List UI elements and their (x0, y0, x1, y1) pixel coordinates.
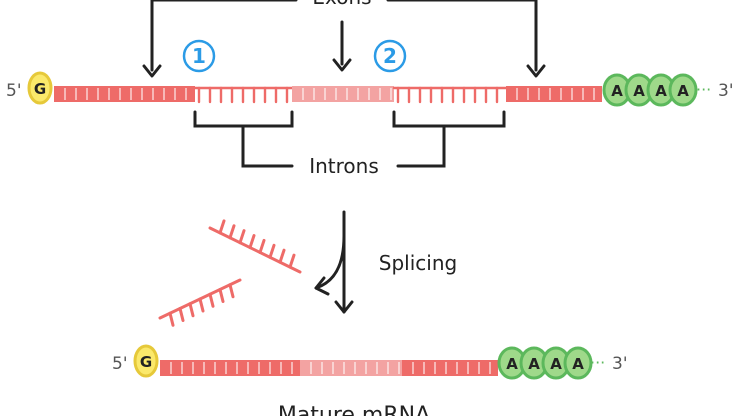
mature-mrna-poly-a-base: A (563, 346, 593, 380)
pre-mrna-poly-a-base: A (668, 73, 698, 107)
excised-intron-1 (208, 219, 302, 274)
mature-exon-2 (300, 360, 402, 376)
pre-mrna-poly-a-letter: A (655, 82, 667, 100)
pre-mrna-five-prime: 5' (6, 81, 22, 101)
mature-mrna-poly-a-letter: A (572, 355, 584, 373)
introns-label: Introns (309, 154, 379, 178)
exon-marker-2-text: 2 (383, 44, 397, 68)
pre-mrna-poly-a-base: A (602, 73, 632, 107)
excised-intron-2 (158, 278, 242, 327)
mature-mrna-cap (133, 344, 159, 378)
mature-exon-3 (402, 360, 498, 376)
intron-2 (392, 86, 508, 104)
mature-exon-1 (160, 360, 300, 376)
exons-label: Exons (312, 0, 371, 9)
pre-mrna-strand (54, 86, 602, 104)
exons-bracket (150, 0, 538, 72)
pre-mrna-cap-text: G (34, 80, 46, 98)
mature-mrna-poly-a-letter: A (550, 355, 562, 373)
pre-mrna-three-prime: 3' (718, 81, 734, 101)
exon-marker-2: 2 (373, 39, 407, 73)
pre-mrna-poly-a-letter: A (633, 82, 645, 100)
pre-mrna-cap (27, 71, 53, 105)
exon-marker-1-text: 1 (192, 44, 206, 68)
mature-mrna-poly-a-letter: A (528, 355, 540, 373)
pre-mrna-poly-a-letter: A (677, 82, 689, 100)
mature-mrna-cap-text: G (140, 353, 152, 371)
exon-1 (54, 86, 195, 102)
mature-mrna-tail-dots: ··· (590, 353, 605, 372)
pre-mrna-poly-a-base: A (646, 73, 676, 107)
exon-2 (292, 86, 394, 102)
pre-mrna-tail-dots: ··· (696, 80, 711, 99)
pre-mrna-poly-a-letter: A (611, 82, 623, 100)
exon-marker-1: 1 (182, 39, 216, 73)
exons-arrowheads (142, 58, 546, 78)
mature-mrna-five-prime: 5' (112, 354, 128, 374)
splicing-arrow (314, 210, 354, 314)
mature-mrna-three-prime: 3' (612, 354, 628, 374)
mature-mrna-poly-a-letter: A (506, 355, 518, 373)
introns-bracket (193, 110, 506, 168)
intron-1 (193, 86, 294, 104)
pre-mrna-poly-a-base: A (624, 73, 654, 107)
exon-3 (506, 86, 602, 102)
mature-mrna-label: Mature mRNA (278, 403, 430, 416)
mature-mrna-strand (160, 360, 498, 376)
splicing-label: Splicing (379, 251, 457, 275)
